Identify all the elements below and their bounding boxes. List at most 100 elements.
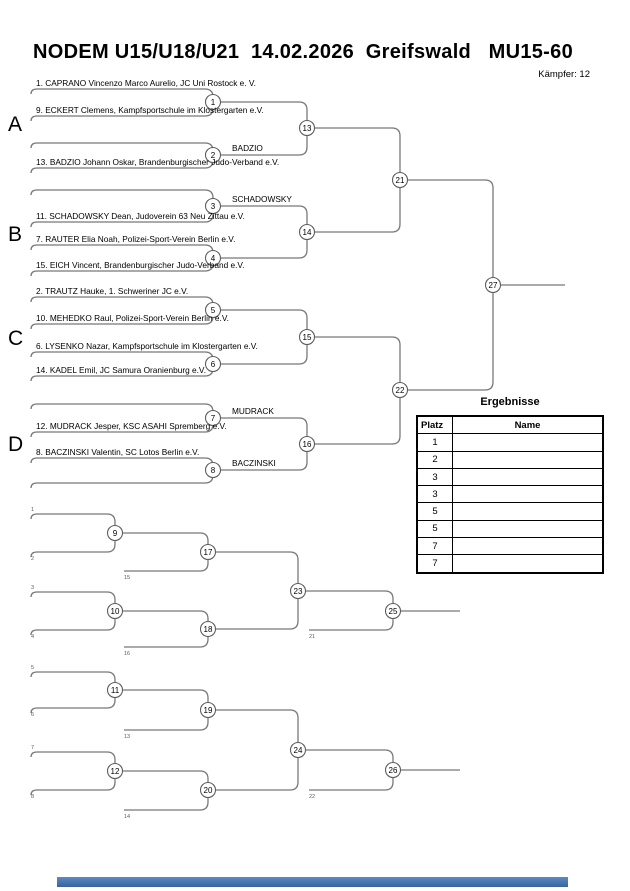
match-number-17: 17 xyxy=(204,548,213,557)
bracket-line xyxy=(30,611,116,636)
bracket-line xyxy=(30,142,214,155)
match-circle-13 xyxy=(298,119,316,137)
match-circle-14 xyxy=(298,223,316,241)
name-cell xyxy=(452,519,604,539)
match-circle-18 xyxy=(199,620,217,638)
match-number-15: 15 xyxy=(303,333,312,342)
winner-line xyxy=(208,591,299,630)
match-circle-4 xyxy=(204,249,222,267)
platz-cell: 3 xyxy=(416,467,453,487)
match-number-8: 8 xyxy=(211,466,216,475)
name-cell xyxy=(452,502,604,521)
bracket-line xyxy=(30,244,214,258)
repechage-feeder-label-15: 15 xyxy=(124,575,130,581)
match-circle-15 xyxy=(298,328,316,346)
results-row: 1 xyxy=(416,433,604,452)
match-number-14: 14 xyxy=(303,228,312,237)
feeder-line xyxy=(124,790,209,811)
bracket-line xyxy=(30,457,214,470)
feeder-line xyxy=(309,611,394,631)
match-number-24: 24 xyxy=(294,746,303,755)
bracket-line xyxy=(30,296,214,310)
repechage-slot-label-8: 8 xyxy=(31,794,34,800)
name-cell xyxy=(452,433,604,452)
results-row: 2 xyxy=(416,450,604,469)
match-circle-7 xyxy=(204,409,222,427)
bracket-line xyxy=(30,513,116,533)
match-number-23: 23 xyxy=(294,587,303,596)
fighter-count-label: Kämpfer: 12 xyxy=(538,69,590,80)
match-number-7: 7 xyxy=(211,414,216,423)
platz-cell: 7 xyxy=(416,537,453,556)
bracket-line xyxy=(30,102,214,122)
platz-cell: 5 xyxy=(416,519,453,539)
winner-line xyxy=(298,749,394,770)
name-cell xyxy=(452,537,604,556)
advancer-label-3: SCHADOWSKY xyxy=(232,194,292,204)
winner-line xyxy=(307,336,401,390)
footer-accent-bar xyxy=(57,877,568,887)
group-letter-d: D xyxy=(8,433,23,456)
advancer-label-2: BADZIO xyxy=(232,143,263,153)
match-circle-19 xyxy=(199,701,217,719)
winner-line xyxy=(213,232,308,259)
entry-name-10: 10. MEHEDKO Raul, Polizei-Sport-Verein B… xyxy=(36,313,229,323)
feeder-line xyxy=(309,770,394,791)
winner-line xyxy=(115,532,209,552)
match-number-10: 10 xyxy=(111,607,120,616)
match-number-13: 13 xyxy=(303,124,312,133)
results-row: 5 xyxy=(416,502,604,521)
match-circle-25 xyxy=(384,602,402,620)
results-section: Ergebnisse Platz Name 1 2 3 3 5 5 7 7 xyxy=(416,396,604,574)
repechage-feeder-label-14: 14 xyxy=(124,814,130,820)
winner-line xyxy=(213,337,308,365)
results-row: 7 xyxy=(416,537,604,556)
entry-name-1: 1. CAPRANO Vincenzo Marco Aurelio, JC Un… xyxy=(36,78,256,88)
winner-line xyxy=(208,551,299,591)
winner-line xyxy=(307,127,401,180)
bracket-line xyxy=(30,690,116,714)
bracket-line xyxy=(30,310,214,330)
name-cell xyxy=(452,450,604,469)
bracket-line xyxy=(30,88,214,102)
match-number-4: 4 xyxy=(211,254,216,263)
results-col-name: Name xyxy=(452,415,604,435)
advancer-label-8: BACZINSKI xyxy=(232,458,276,468)
feeder-line xyxy=(124,552,209,572)
match-circle-9 xyxy=(106,524,124,542)
winner-line xyxy=(213,444,308,471)
entry-name-9: 2. TRAUTZ Hauke, 1. Schweriner JC e.V. xyxy=(36,286,188,296)
results-row: 3 xyxy=(416,485,604,504)
entry-name-15: 8. BACZINSKI Valentin, SC Lotos Berlin e… xyxy=(36,447,199,457)
match-number-22: 22 xyxy=(396,386,405,395)
entry-name-8: 15. EICH Vincent, Brandenburgischer Judo… xyxy=(36,260,244,270)
bracket-line xyxy=(30,751,116,771)
match-circle-16 xyxy=(298,435,316,453)
feeder-line xyxy=(124,629,209,648)
repechage-slot-label-6: 6 xyxy=(31,712,34,718)
match-number-16: 16 xyxy=(303,440,312,449)
match-number-12: 12 xyxy=(111,767,120,776)
bracket-line xyxy=(30,591,116,611)
bracket-line xyxy=(30,671,116,690)
match-number-1: 1 xyxy=(211,98,216,107)
bracket-line xyxy=(30,189,214,206)
match-circle-21 xyxy=(391,171,409,189)
winner-line xyxy=(213,205,308,232)
match-number-9: 9 xyxy=(113,529,118,538)
match-circle-24 xyxy=(289,741,307,759)
results-table: Platz Name 1 2 3 3 5 5 7 7 xyxy=(416,415,604,574)
entry-name-14: 12. MUDRACK Jesper, KSC ASAHI Spremberg … xyxy=(36,421,227,431)
bracket-line xyxy=(30,533,116,558)
match-circle-8 xyxy=(204,461,222,479)
winner-line xyxy=(115,689,209,710)
group-letter-b: B xyxy=(8,223,22,246)
repechage-feeder-label-22: 22 xyxy=(309,794,315,800)
platz-cell: 2 xyxy=(416,450,453,469)
repechage-slot-label-4: 4 xyxy=(31,634,34,640)
results-title: Ergebnisse xyxy=(480,396,540,408)
match-circle-26 xyxy=(384,761,402,779)
match-circle-22 xyxy=(391,381,409,399)
match-circle-23 xyxy=(289,582,307,600)
match-circle-1 xyxy=(204,93,222,111)
